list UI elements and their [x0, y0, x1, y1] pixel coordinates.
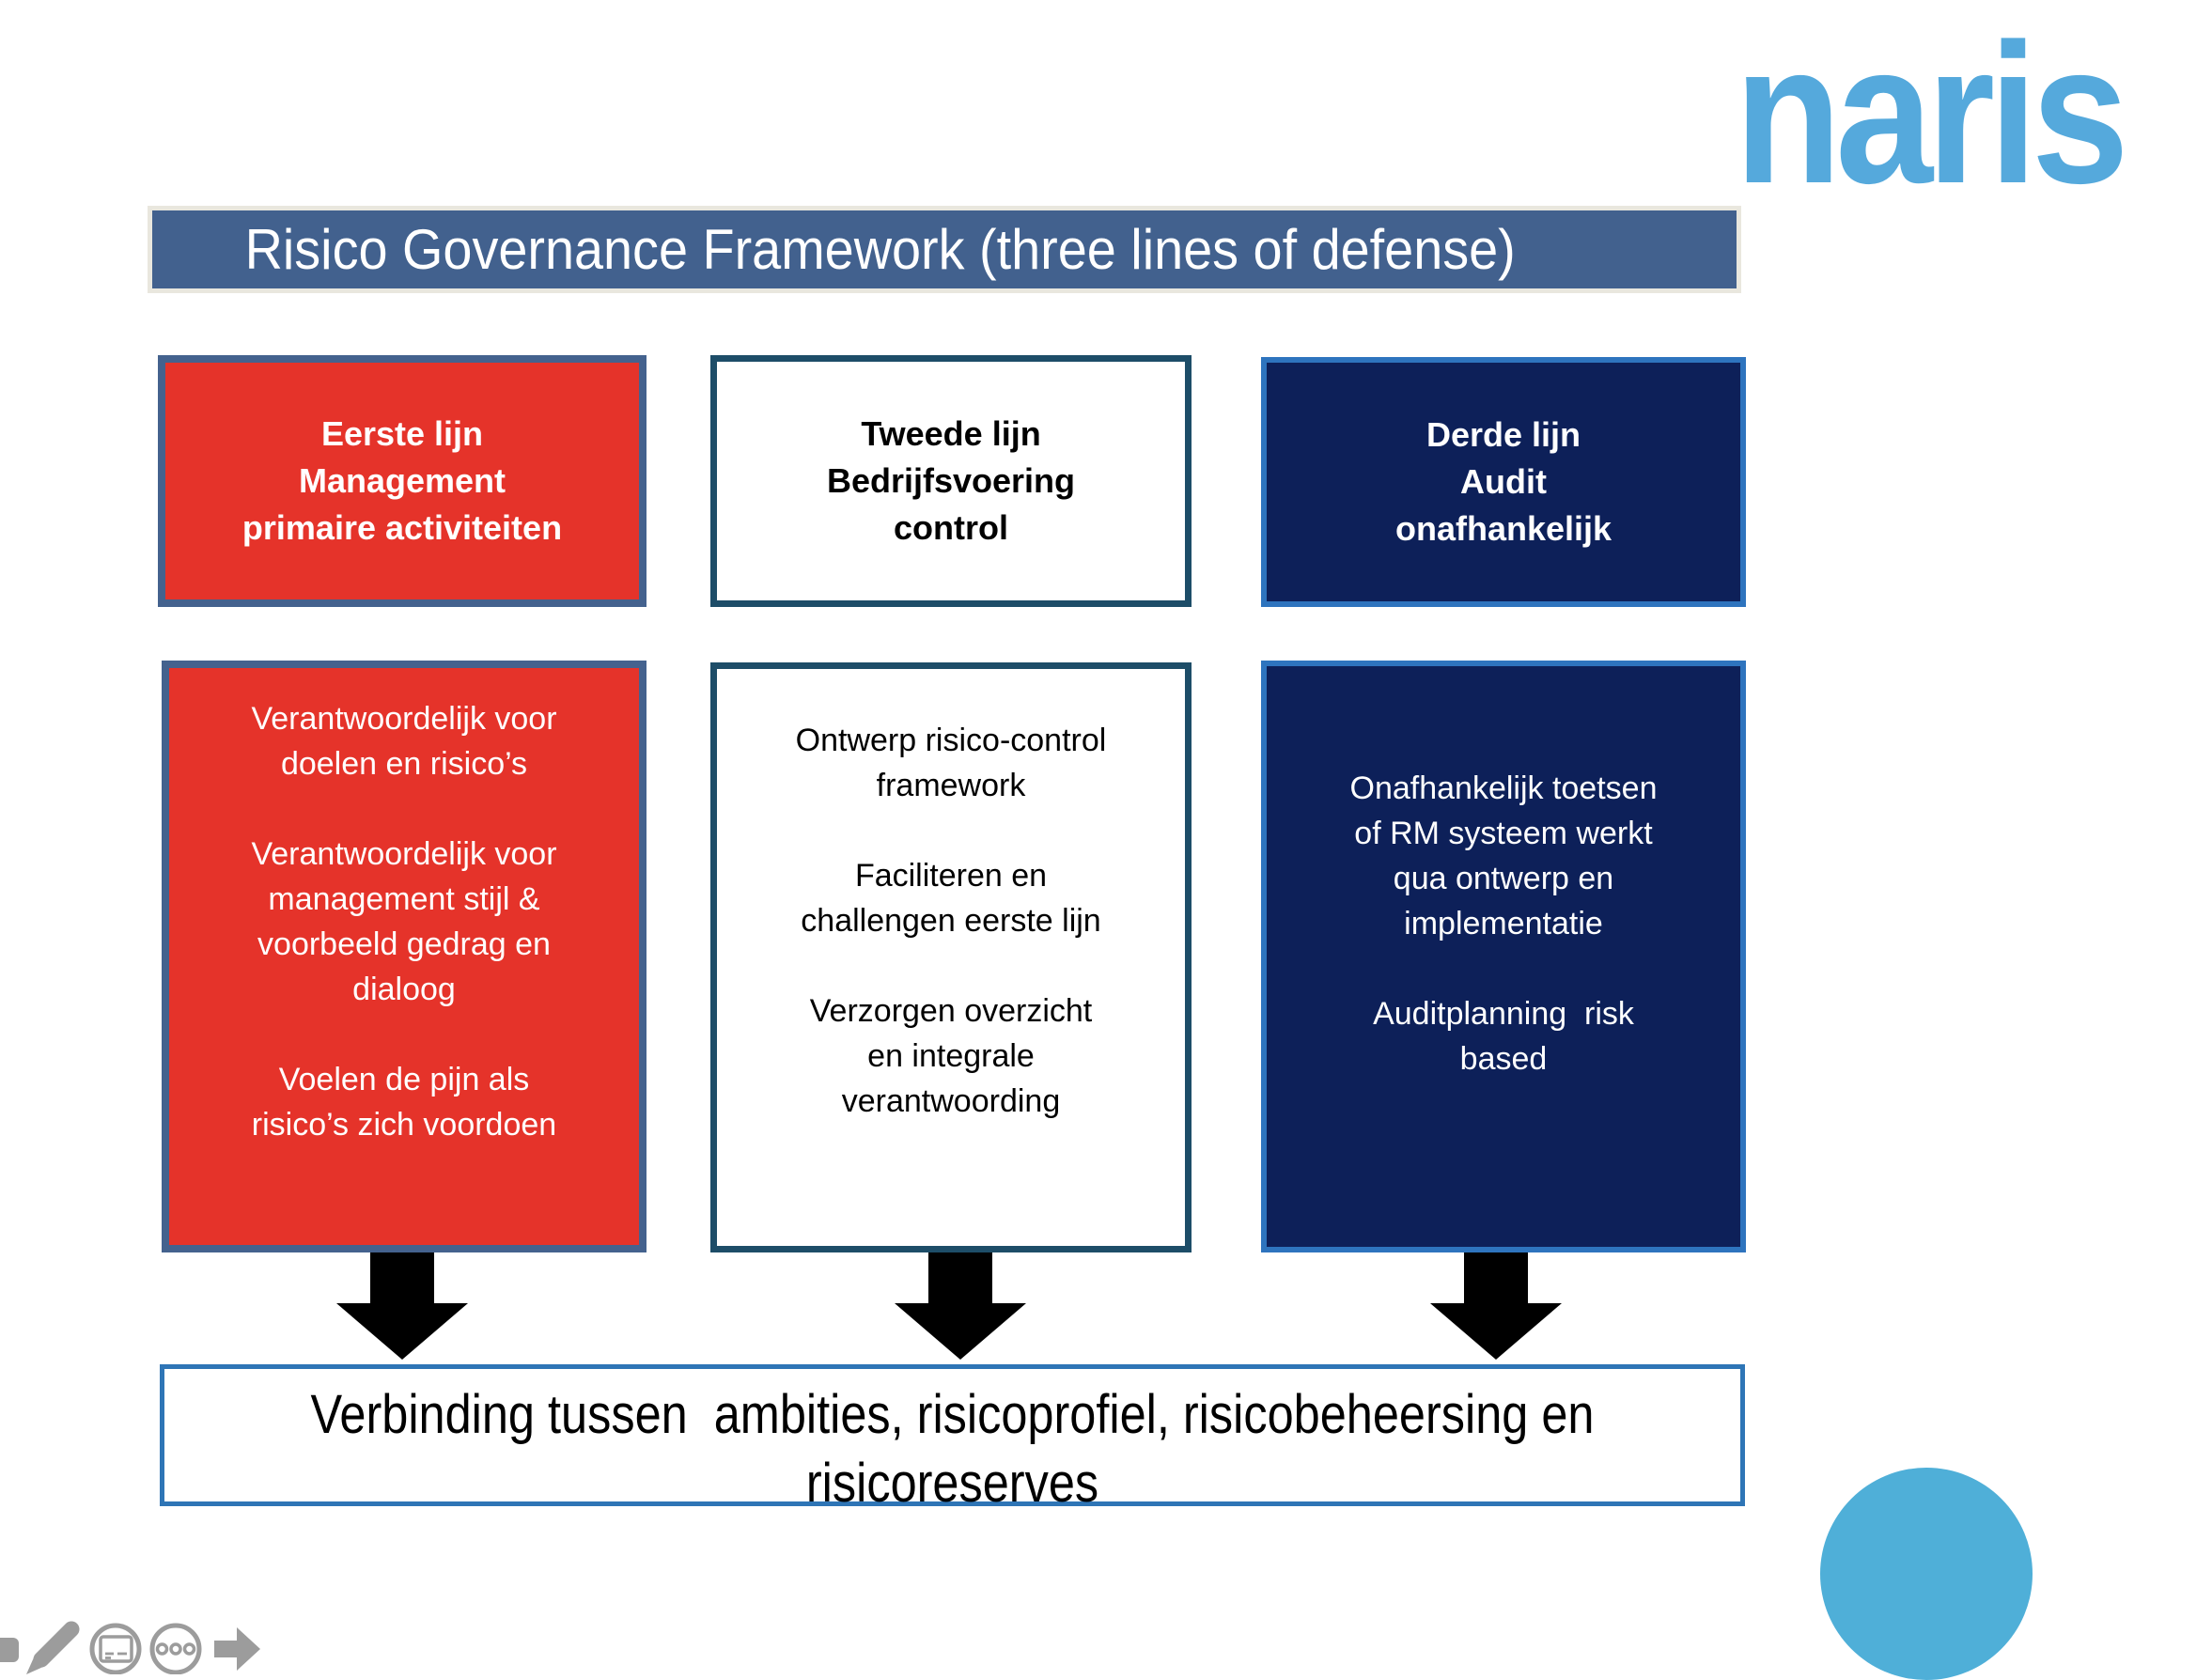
- detail-text: Voelen de pijn als risico’s zich voordoe…: [251, 1062, 557, 1143]
- header-first-line-label: Eerste lijn Management primaire activite…: [241, 414, 563, 547]
- pen-icon[interactable]: [26, 1621, 80, 1674]
- down-arrow-icon: [895, 1252, 1026, 1360]
- detail-text: Verantwoordelijk voor doelen en risico’s: [251, 701, 557, 782]
- header-third-line-label: Derde lijn Audit onafhankelijk: [1394, 415, 1612, 548]
- title-bar: Risico Governance Framework (three lines…: [152, 210, 1737, 288]
- slide-annotation-icon[interactable]: [89, 1623, 142, 1675]
- down-arrow-icon: [336, 1252, 468, 1360]
- detail-box-second-line: Ontwerp risico-control framework Facilit…: [710, 662, 1192, 1252]
- down-arrow-icon: [1430, 1252, 1562, 1360]
- header-box-second-line: Tweede lijn Bedrijfsvoering control: [710, 355, 1192, 607]
- detail-box-third-line: Onafhankelijk toetsen of RM systeem werk…: [1261, 661, 1746, 1252]
- more-options-icon[interactable]: [149, 1623, 202, 1675]
- conclusion-text: Verbinding tussen ambities, risicoprofie…: [310, 1384, 1595, 1514]
- detail-box-first-line: Verantwoordelijk voor doelen en risico’s…: [162, 661, 646, 1252]
- header-second-line-label: Tweede lijn Bedrijfsvoering control: [826, 414, 1076, 547]
- detail-text: Faciliteren en challengen eerste lijn: [801, 858, 1101, 939]
- detail-text: Verzorgen overzicht en integrale verantw…: [809, 993, 1093, 1119]
- detail-text: Ontwerp risico-control framework: [795, 723, 1107, 803]
- detail-text: Verantwoordelijk voor management stijl &…: [251, 836, 557, 1007]
- detail-text: Onafhankelijk toetsen of RM systeem werk…: [1349, 770, 1658, 941]
- highlight-square-icon[interactable]: [0, 1638, 19, 1662]
- page-title: Risico Governance Framework (three lines…: [244, 218, 1516, 281]
- next-slide-icon[interactable]: [214, 1627, 260, 1671]
- decorative-circle: [1820, 1468, 2033, 1680]
- detail-text: Auditplanning risk based: [1373, 996, 1634, 1077]
- conclusion-box: Verbinding tussen ambities, risicoprofie…: [160, 1364, 1745, 1514]
- header-box-third-line: Derde lijn Audit onafhankelijk: [1261, 357, 1746, 607]
- header-box-first-line: Eerste lijn Management primaire activite…: [158, 355, 646, 607]
- presenter-toolbar: [0, 1618, 273, 1675]
- naris-logo: naris: [1734, 2, 2129, 225]
